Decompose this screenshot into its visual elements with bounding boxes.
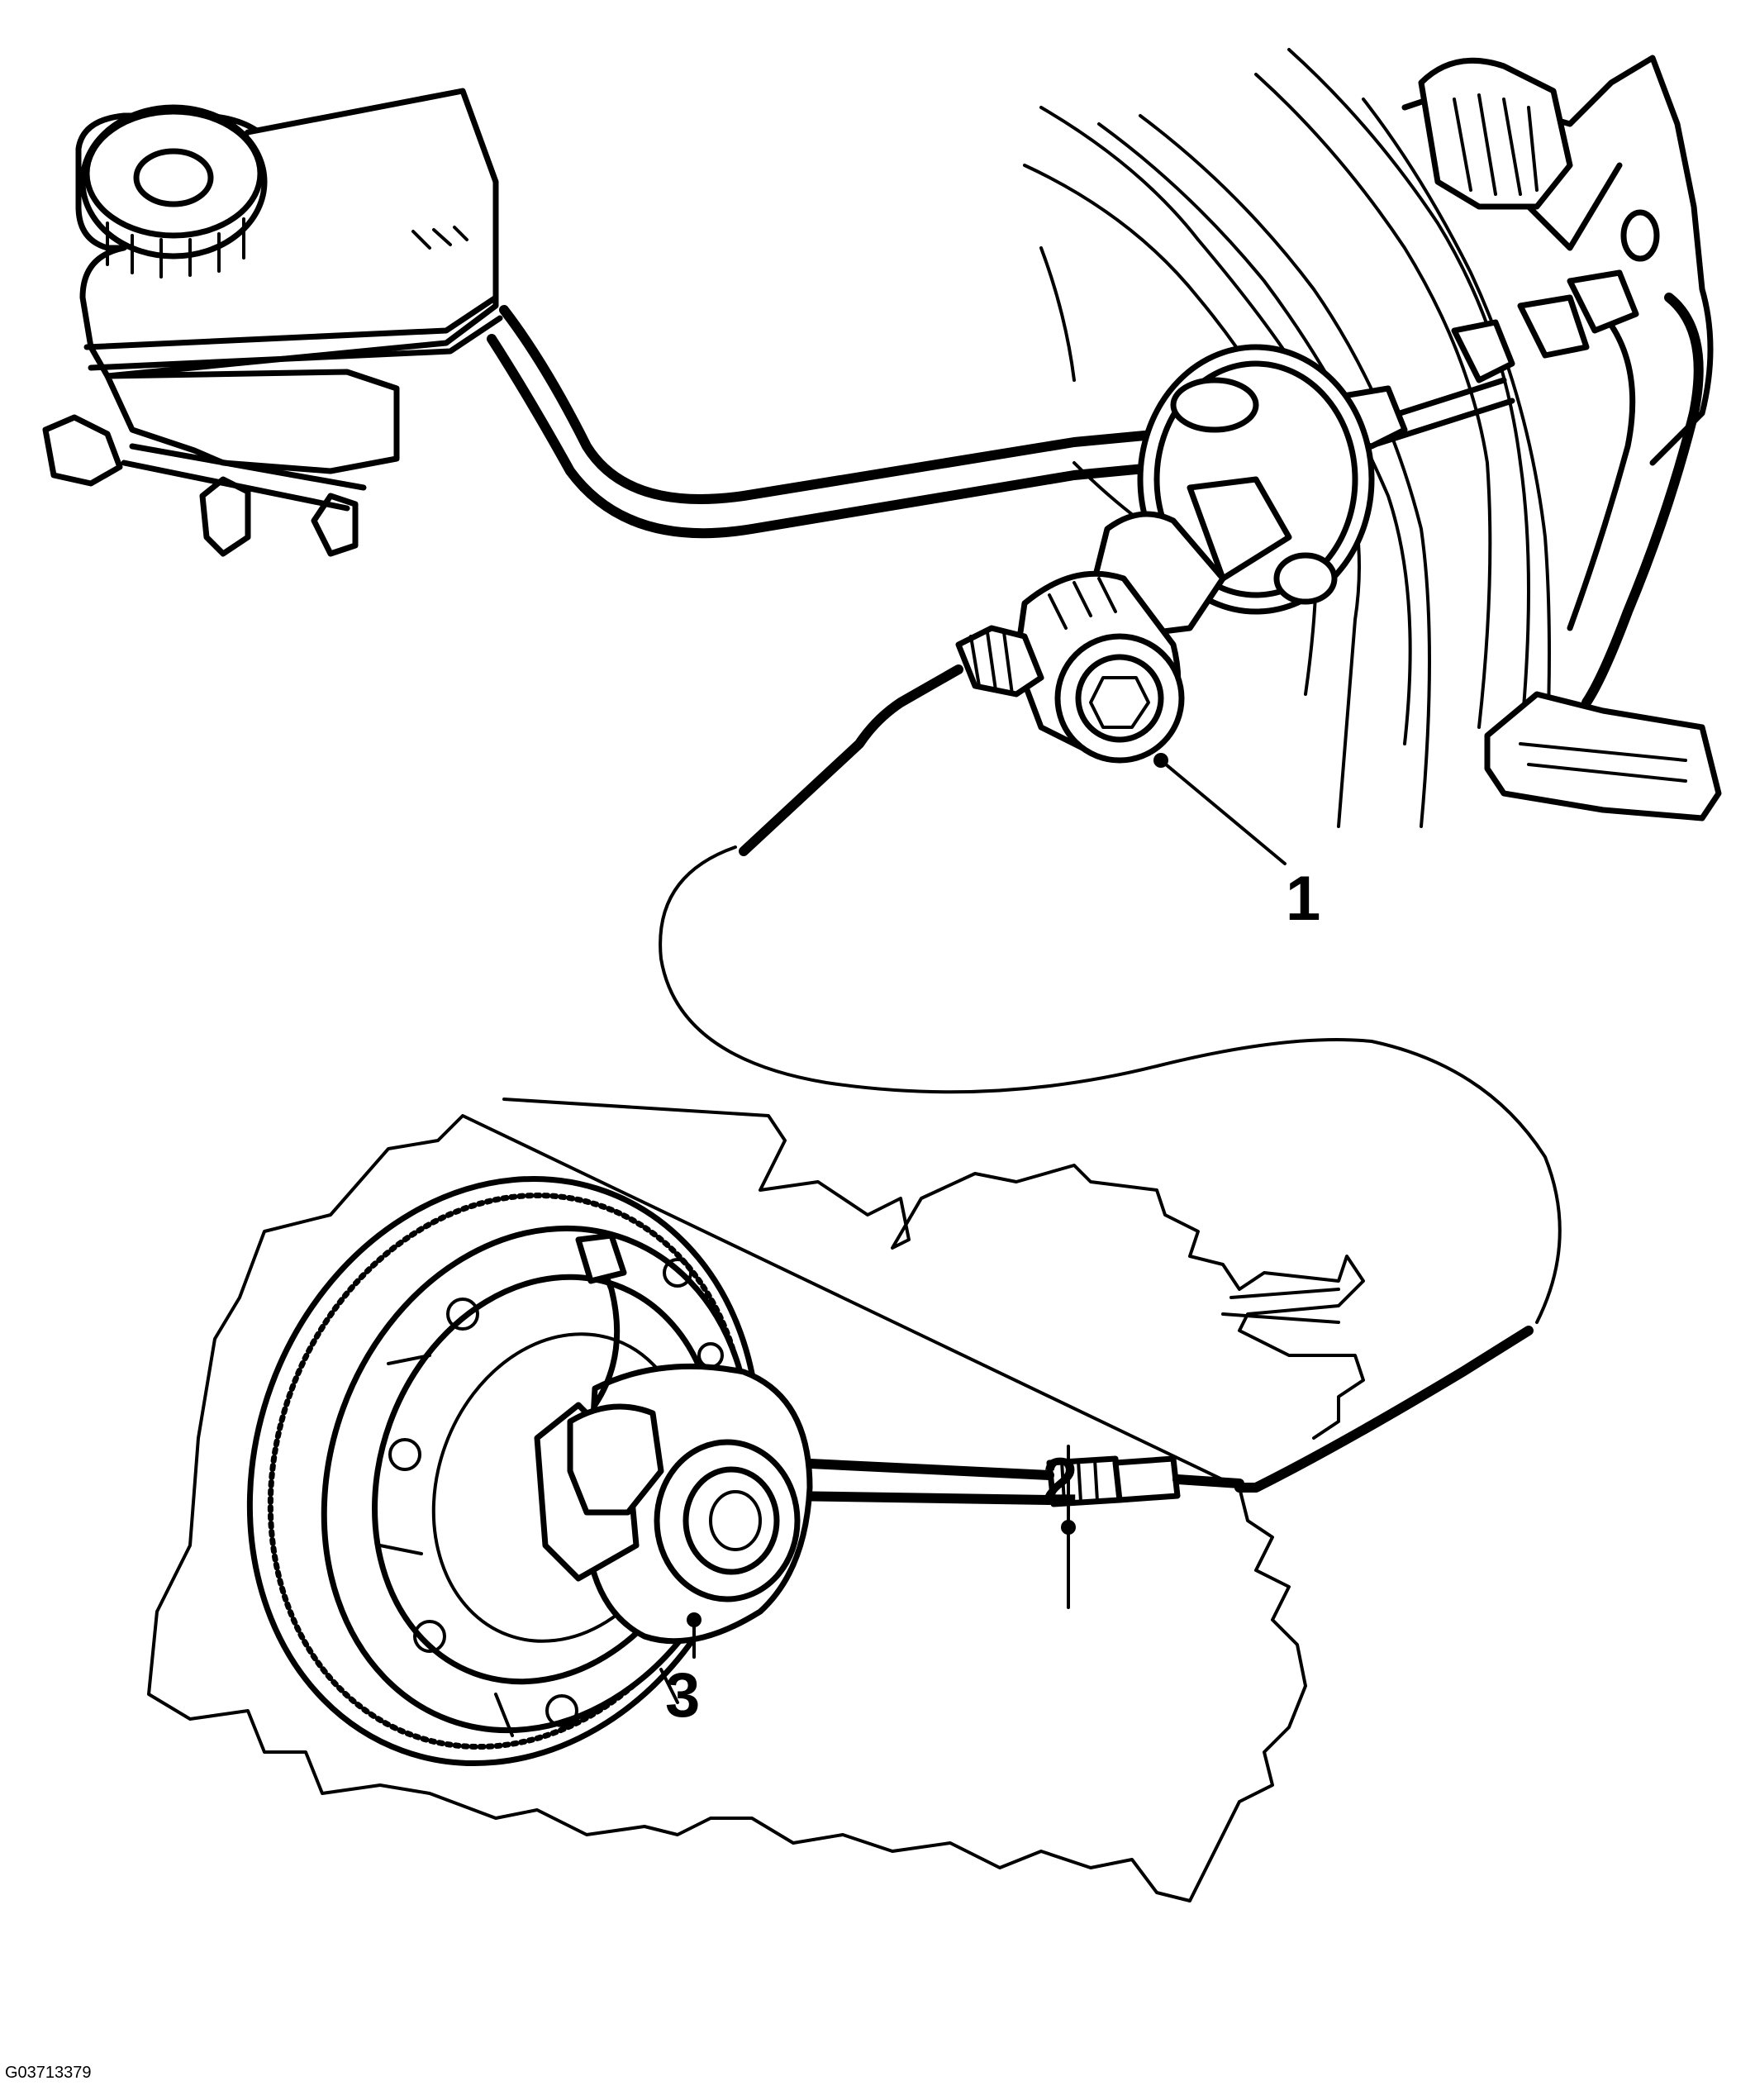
clutch-flywheel-assembly (246, 1175, 813, 1767)
callout-1-label: 1 (1286, 864, 1321, 934)
slave-cylinder-release-bearing (534, 1232, 813, 1645)
firewall-pedal-area (1023, 48, 1722, 828)
fluid-reservoir (42, 88, 503, 557)
transmission-housing (147, 1098, 1365, 1902)
figure-id-code: G03713379 (5, 2064, 92, 2082)
callout-2-label: 2 (1043, 1445, 1078, 1516)
callout-3-label: 3 (665, 1660, 701, 1731)
leader-lines (687, 753, 1287, 1659)
clutch-master-cylinder (955, 344, 1375, 764)
leader-line-1 (1159, 759, 1287, 865)
supply-hose (487, 305, 1211, 539)
